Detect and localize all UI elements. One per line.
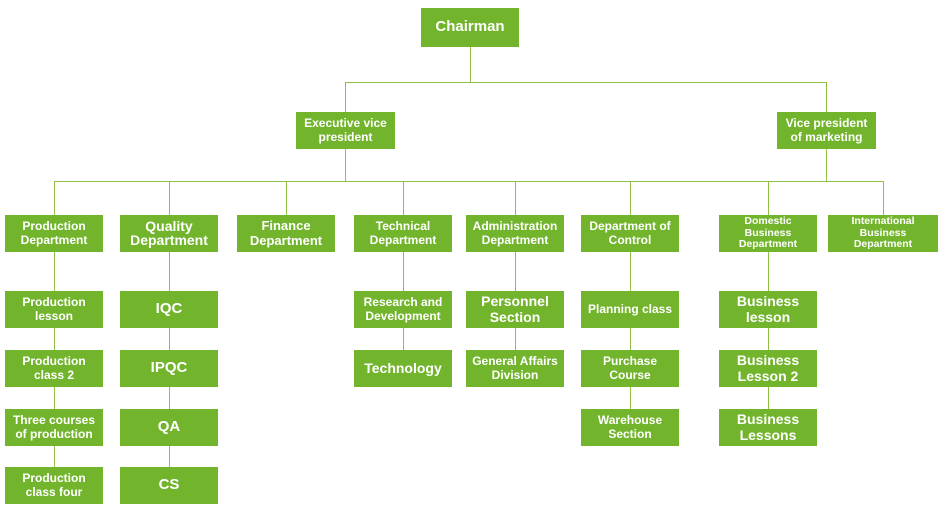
org-node-technical-department[interactable]: Technical Department — [354, 215, 452, 252]
connector-col2-seg1 — [169, 252, 170, 291]
org-node-planning-class[interactable]: Planning class — [581, 291, 679, 328]
connector-col6-seg1 — [630, 252, 631, 291]
org-node-production-class-four[interactable]: Production class four — [5, 467, 103, 504]
org-node-finance-department[interactable]: Finance Department — [237, 215, 335, 252]
connector-col1-seg3 — [54, 387, 55, 409]
connector-rail-vps — [345, 82, 827, 83]
org-node-administration-department[interactable]: Administration Department — [466, 215, 564, 252]
org-node-three-courses-of-production[interactable]: Three courses of production — [5, 409, 103, 446]
org-node-production-lesson[interactable]: Production lesson — [5, 291, 103, 328]
connector-drop-production — [54, 181, 55, 215]
org-node-business-lessons[interactable]: Business Lessons — [719, 409, 817, 446]
org-node-cs[interactable]: CS — [120, 467, 218, 504]
org-node-business-lesson-2[interactable]: Business Lesson 2 — [719, 350, 817, 387]
org-node-production-department[interactable]: Production Department — [5, 215, 103, 252]
connector-col1-seg2 — [54, 328, 55, 350]
connector-col5-seg1 — [515, 252, 516, 291]
org-node-qa[interactable]: QA — [120, 409, 218, 446]
connector-col6-seg2 — [630, 328, 631, 350]
connector-col4-seg1 — [403, 252, 404, 291]
connector-drop-domestic — [768, 181, 769, 215]
org-node-international-business-department[interactable]: International Business Department — [828, 215, 938, 252]
org-node-executive-vice-president[interactable]: Executive vice president — [296, 112, 395, 149]
connector-marketing-vp-down — [826, 149, 827, 181]
org-node-technology[interactable]: Technology — [354, 350, 452, 387]
org-node-research-and-development[interactable]: Research and Development — [354, 291, 452, 328]
connector-drop-international — [883, 181, 884, 215]
org-node-department-of-control[interactable]: Department of Control — [581, 215, 679, 252]
connector-col2-seg3 — [169, 387, 170, 409]
connector-drop-finance — [286, 181, 287, 215]
connector-exec-vp-drop — [345, 82, 346, 112]
org-node-quality-department[interactable]: Quality Department — [120, 215, 218, 252]
org-node-iqc[interactable]: IQC — [120, 291, 218, 328]
connector-drop-control — [630, 181, 631, 215]
org-node-general-affairs-division[interactable]: General Affairs Division — [466, 350, 564, 387]
connector-col1-seg1 — [54, 252, 55, 291]
connector-exec-vp-down — [345, 149, 346, 181]
org-node-domestic-business-department[interactable]: Domestic Business Department — [719, 215, 817, 252]
org-node-business-lesson[interactable]: Business lesson — [719, 291, 817, 328]
connector-col7-seg3 — [768, 387, 769, 409]
connector-marketing-vp-drop — [826, 82, 827, 112]
connector-rail-departments — [54, 181, 884, 182]
connector-drop-administration — [515, 181, 516, 215]
connector-drop-quality — [169, 181, 170, 215]
connector-chairman-drop — [470, 47, 471, 82]
org-node-ipqc[interactable]: IPQC — [120, 350, 218, 387]
org-node-production-class-2[interactable]: Production class 2 — [5, 350, 103, 387]
org-node-vice-president-of-marketing[interactable]: Vice president of marketing — [777, 112, 876, 149]
connector-col2-seg4 — [169, 446, 170, 467]
org-node-purchase-course[interactable]: Purchase Course — [581, 350, 679, 387]
org-node-warehouse-section[interactable]: Warehouse Section — [581, 409, 679, 446]
org-node-personnel-section[interactable]: Personnel Section — [466, 291, 564, 328]
connector-col2-seg2 — [169, 328, 170, 350]
org-node-chairman[interactable]: Chairman — [421, 8, 519, 47]
connector-col7-seg1 — [768, 252, 769, 291]
connector-col7-seg2 — [768, 328, 769, 350]
connector-col5-seg2 — [515, 328, 516, 350]
connector-drop-technical — [403, 181, 404, 215]
connector-col6-seg3 — [630, 387, 631, 409]
connector-col4-seg2 — [403, 328, 404, 350]
connector-col1-seg4 — [54, 446, 55, 467]
